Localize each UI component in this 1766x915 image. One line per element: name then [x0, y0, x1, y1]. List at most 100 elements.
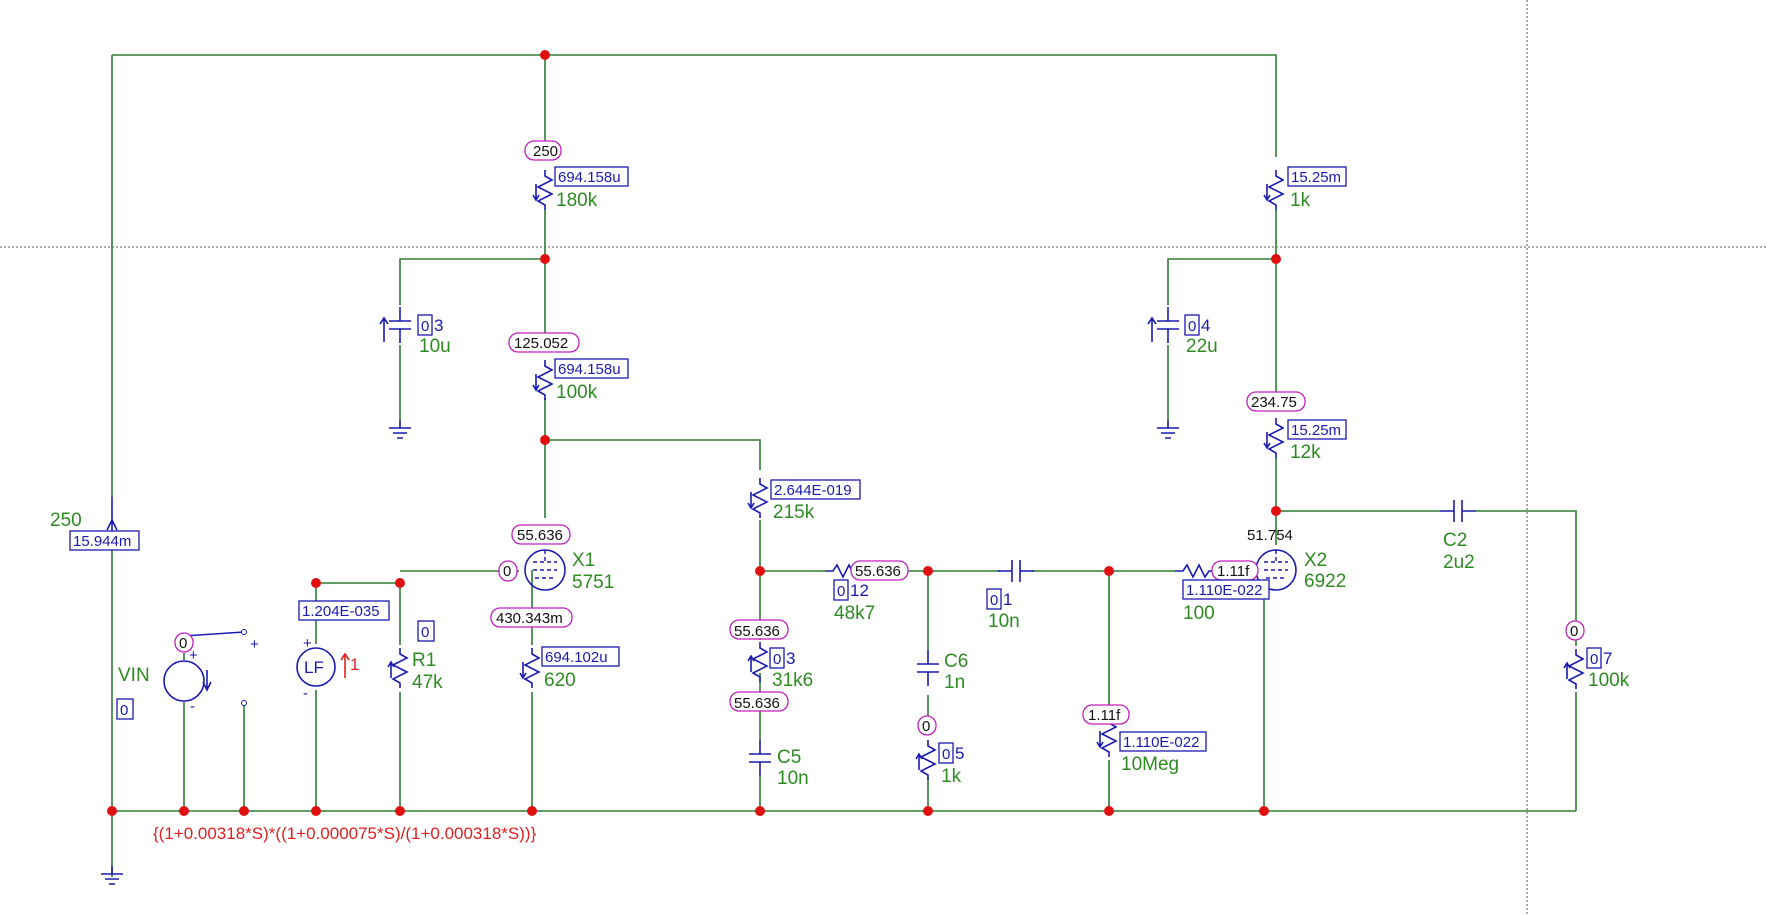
- current-12k: 15.25m: [1291, 422, 1341, 439]
- value-180k: 180k: [556, 190, 598, 211]
- vin-probe: 0: [120, 702, 128, 719]
- ref-c6: C6: [944, 651, 968, 672]
- capacitor-c4-symbol[interactable]: [1147, 306, 1180, 344]
- probe-1k-bottom: 0: [942, 746, 950, 763]
- node-voltage-10meg: 1.11f: [1088, 707, 1121, 724]
- e1-source-symbol[interactable]: [296, 647, 350, 687]
- value-10meg: 10Meg: [1121, 754, 1179, 775]
- node-voltage-100k-out: 0: [1570, 623, 1578, 640]
- value-48k7: 48k7: [834, 603, 875, 624]
- value-c5: 10n: [777, 768, 809, 789]
- value-100k: 100k: [556, 382, 598, 403]
- node-voltage-48k7: 55.636: [855, 563, 901, 580]
- value-12k: 12k: [1290, 442, 1321, 463]
- value-c2: 2u2: [1443, 552, 1475, 573]
- ref-1k-bottom: 5: [955, 744, 964, 763]
- x2-ref: X2: [1304, 550, 1327, 571]
- vin-minus: -: [190, 698, 195, 715]
- capacitor-c3-symbol[interactable]: [379, 306, 412, 344]
- ref-c5: C5: [777, 747, 801, 768]
- x1-type: 5751: [572, 572, 614, 593]
- probe-c3: 0: [421, 318, 429, 335]
- ref-48k7: 12: [850, 581, 869, 600]
- value-c3: 10u: [419, 336, 451, 357]
- current-100k: 694.158u: [558, 361, 621, 378]
- resistor-31k6-symbol[interactable]: [747, 641, 768, 683]
- vin-ref: VIN: [118, 665, 150, 686]
- current-620: 694.102u: [545, 649, 608, 666]
- resistor-100k-symbol[interactable]: [532, 359, 553, 401]
- probe-100k-out: 0: [1590, 651, 1598, 668]
- probe-31k6: 0: [773, 651, 781, 668]
- resistor-1k-top-symbol[interactable]: [1263, 169, 1284, 211]
- probe-10n: 0: [990, 592, 998, 609]
- ground-c3-icon: [388, 419, 412, 439]
- x1-anode-voltage: 55.636: [517, 527, 563, 544]
- node-voltage-31k6-top: 55.636: [734, 623, 780, 640]
- resistor-215k-symbol[interactable]: [747, 477, 768, 519]
- node-voltage-125: 125.052: [514, 335, 568, 352]
- value-1k-top: 1k: [1290, 190, 1311, 211]
- ground-c4-icon: [1156, 419, 1180, 439]
- wires: [111, 54, 1577, 877]
- supply-voltage: 250: [50, 510, 82, 531]
- x1-ref: X1: [572, 550, 595, 571]
- resistor-12k-symbol[interactable]: [1263, 417, 1284, 459]
- value-31k6: 31k6: [772, 670, 813, 691]
- ref-r1: R1: [412, 650, 436, 671]
- capacitor-10n-symbol[interactable]: [997, 559, 1035, 583]
- value-100k-out: 100k: [1588, 670, 1630, 691]
- node-voltage-234: 234.75: [1251, 394, 1297, 411]
- probe-48k7: 0: [837, 583, 845, 600]
- x2-grid-voltage: 1.11f: [1217, 563, 1250, 580]
- e1-minus: -: [303, 685, 308, 702]
- value-10n: 10n: [988, 611, 1020, 632]
- current-180k: 694.158u: [558, 169, 621, 186]
- resistor-620-symbol[interactable]: [519, 647, 540, 689]
- resistor-100k-out-symbol[interactable]: [1563, 648, 1584, 690]
- current-10meg: 1.110E-022: [1123, 734, 1199, 751]
- ref-c2: C2: [1443, 530, 1467, 551]
- e1-plus: +: [303, 635, 312, 652]
- resistor-r1-symbol[interactable]: [387, 647, 408, 689]
- node-voltage-1k-bottom: 0: [922, 718, 930, 735]
- resistor-180k-symbol[interactable]: [532, 169, 553, 211]
- probe-r1: 0: [421, 624, 429, 641]
- x1-grid-voltage: 0: [503, 563, 511, 580]
- capacitor-c6-symbol[interactable]: [916, 649, 940, 687]
- ref-100k-out: 7: [1603, 649, 1612, 668]
- annotation-boxes: [69, 140, 1602, 764]
- value-100: 100: [1183, 603, 1215, 624]
- x1-cathode-voltage: 430.343m: [496, 610, 563, 627]
- resistor-1k-bottom-symbol[interactable]: [915, 739, 936, 781]
- value-r1: 47k: [412, 672, 443, 693]
- tube-x1-symbol[interactable]: [524, 549, 566, 591]
- transfer-function-expression: {(1+0.00318*S)*((1+0.000075*S)/(1+0.0003…: [153, 824, 537, 843]
- ref-c4: 4: [1201, 316, 1210, 335]
- ref-c3: 3: [434, 316, 443, 335]
- x2-anode-voltage: 51.754: [1247, 527, 1293, 544]
- value-1k-bottom: 1k: [941, 766, 962, 787]
- vin-node-voltage: 0: [179, 635, 187, 652]
- e1-symbol: LF: [304, 658, 324, 677]
- junction-dots: [107, 50, 1281, 816]
- e1-current: 1.204E-035: [302, 603, 380, 620]
- current-215k: 2.644E-019: [774, 482, 852, 499]
- ref-10n: 1: [1003, 590, 1012, 609]
- node-voltage-250: 250: [533, 143, 558, 160]
- node-voltage-31k6-bottom: 55.636: [734, 695, 780, 712]
- capacitor-c2-symbol[interactable]: [1439, 499, 1477, 523]
- current-1k-top: 15.25m: [1291, 169, 1341, 186]
- vin-source-symbol[interactable]: [163, 629, 247, 706]
- probe-c4: 0: [1188, 318, 1196, 335]
- e1-ref: 1: [350, 655, 359, 674]
- value-215k: 215k: [773, 502, 815, 523]
- supply-current: 15.944m: [73, 533, 131, 550]
- vin-plus: +: [189, 647, 198, 664]
- ref-31k6: 3: [786, 649, 795, 668]
- x2-grid-current: 1.110E-022: [1186, 582, 1262, 599]
- capacitor-c5-symbol[interactable]: [748, 739, 772, 777]
- value-c6: 1n: [944, 672, 965, 693]
